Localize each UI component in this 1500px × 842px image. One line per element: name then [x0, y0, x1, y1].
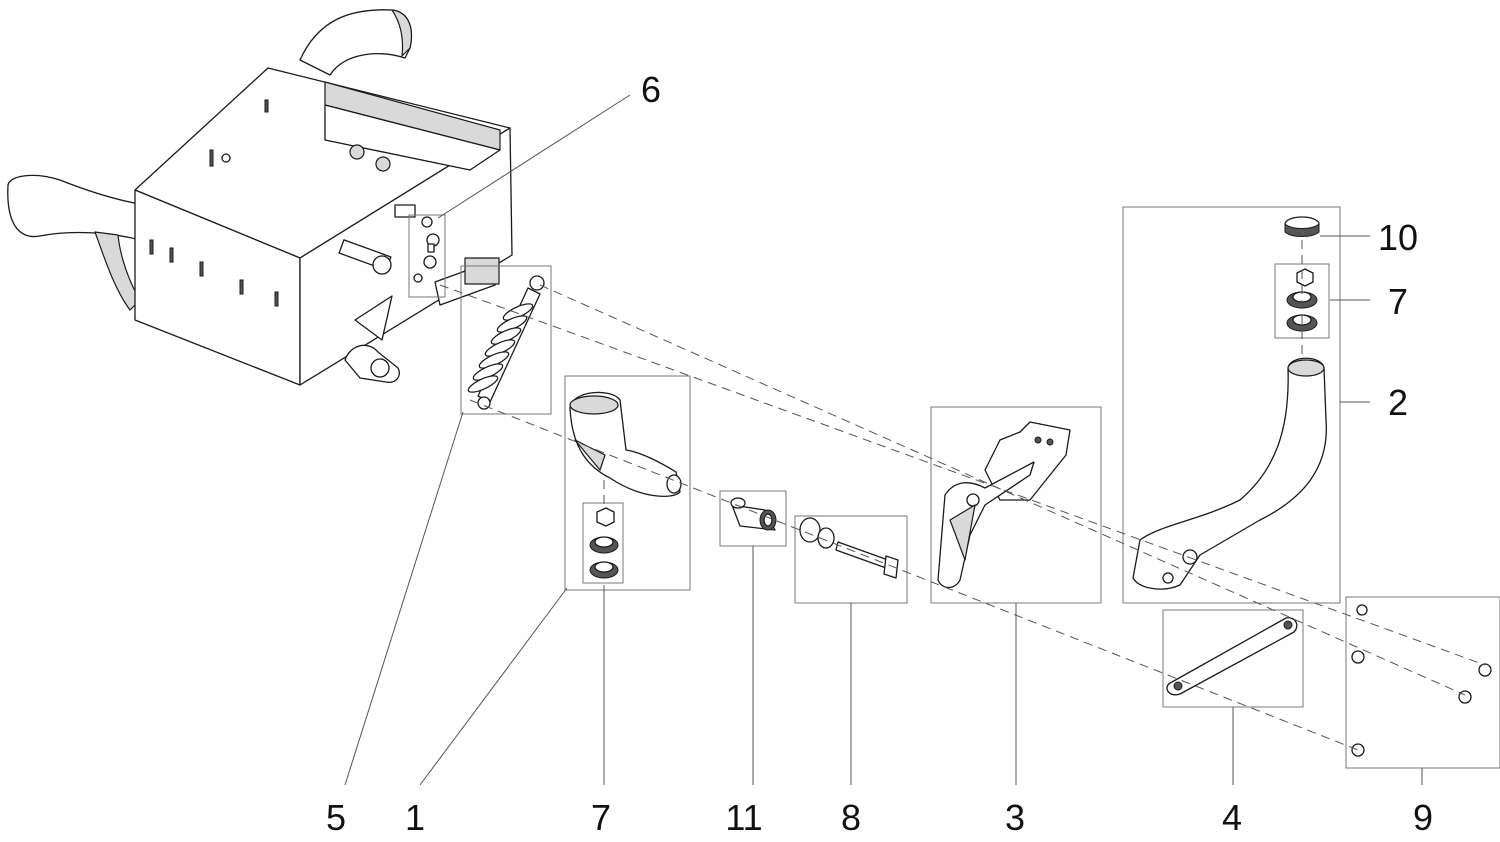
callout-2: 2	[1388, 382, 1408, 423]
pivot-sleeve	[730, 497, 777, 531]
callout-1: 1	[405, 797, 425, 838]
cap-part-10	[1284, 216, 1320, 237]
callout-6: 6	[641, 69, 661, 110]
callout-3: 3	[1005, 797, 1025, 838]
upper-arm-part	[569, 391, 682, 498]
callout-7-top: 7	[1388, 281, 1408, 322]
leader-lines	[344, 94, 1423, 786]
part-1-frame	[564, 375, 691, 591]
part-9-frame	[1345, 596, 1500, 769]
bolt-and-spacers	[799, 517, 899, 579]
callout-8: 8	[841, 797, 861, 838]
chassis-frame	[7, 9, 513, 386]
callout-4: 4	[1222, 797, 1242, 838]
callout-7-bottom: 7	[591, 797, 611, 838]
bearing-set-lower	[589, 507, 619, 579]
callout-11: 11	[725, 797, 762, 838]
part-7-lower-frame	[582, 502, 624, 584]
callout-labels: 6 10 7 2 5 1 7 11 8 3 4 9	[326, 69, 1433, 838]
callout-10: 10	[1378, 217, 1418, 258]
part-6-bolts	[413, 216, 440, 283]
part-2-frame	[1122, 206, 1341, 604]
bolt-set-part-9	[1351, 604, 1492, 757]
part-6-frame	[408, 214, 446, 298]
link-bar	[1166, 617, 1298, 696]
mounting-bracket	[937, 421, 1071, 589]
callout-5: 5	[326, 797, 346, 838]
shock-absorber	[467, 275, 545, 410]
callout-9: 9	[1413, 797, 1433, 838]
upper-control-arm	[1132, 357, 1327, 590]
assembly-lines	[439, 240, 1486, 751]
